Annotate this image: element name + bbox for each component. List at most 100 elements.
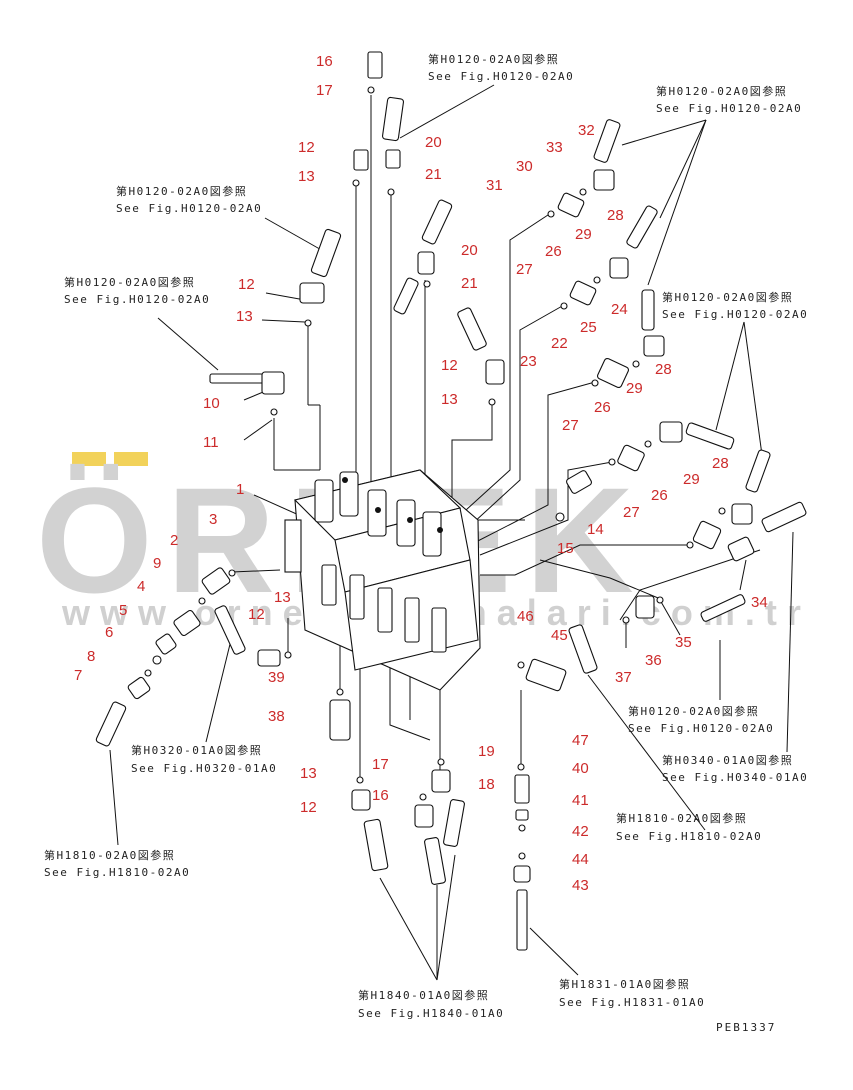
callout-17: 17 [372, 756, 389, 773]
callout-10: 10 [203, 395, 220, 412]
callout-26: 26 [651, 487, 668, 504]
callout-13: 13 [441, 391, 458, 408]
callout-29: 29 [683, 471, 700, 488]
callout-29: 29 [575, 226, 592, 243]
callout-5: 5 [119, 602, 127, 619]
ref-en: See Fig.H0340-01A0 [662, 771, 808, 784]
callout-26: 26 [594, 399, 611, 416]
ref-jp: 第H1840-01A0図参照 [358, 988, 489, 1002]
callout-12: 12 [248, 606, 265, 623]
callout-18: 18 [478, 776, 495, 793]
callout-2: 2 [170, 532, 178, 549]
ref-jp: 第H0120-02A0図参照 [662, 290, 793, 304]
callout-9: 9 [153, 555, 161, 572]
ref-jp: 第H1810-02A0図参照 [616, 811, 747, 825]
callout-42: 42 [572, 823, 589, 840]
drawing-code: PEB1337 [716, 1021, 776, 1034]
ref-jp: 第H0120-02A0図参照 [656, 84, 787, 98]
callout-14: 14 [587, 521, 604, 538]
callout-16: 16 [316, 53, 333, 70]
callout-33: 33 [546, 139, 563, 156]
callout-12: 12 [238, 276, 255, 293]
callout-21: 21 [425, 166, 442, 183]
callout-12: 12 [441, 357, 458, 374]
callout-13: 13 [300, 765, 317, 782]
callout-13: 13 [298, 168, 315, 185]
callout-15: 15 [557, 540, 574, 557]
ref-jp: 第H0320-01A0図参照 [131, 743, 262, 757]
callout-12: 12 [300, 799, 317, 816]
callout-34: 34 [751, 594, 768, 611]
callout-20: 20 [461, 242, 478, 259]
callout-24: 24 [611, 301, 628, 318]
callout-27: 27 [562, 417, 579, 434]
callout-27: 27 [516, 261, 533, 278]
callout-13: 13 [236, 308, 253, 325]
ref-en: See Fig.H0120-02A0 [656, 102, 802, 115]
ref-jp: 第H0120-02A0図参照 [428, 52, 559, 66]
callout-16: 16 [372, 787, 389, 804]
callout-46: 46 [517, 608, 534, 625]
ref-en: See Fig.H0120-02A0 [64, 293, 210, 306]
ref-jp: 第H0120-02A0図参照 [628, 704, 759, 718]
ref-en: See Fig.H1840-01A0 [358, 1007, 504, 1020]
ref-en: See Fig.H0320-01A0 [131, 762, 277, 775]
callout-27: 27 [623, 504, 640, 521]
callout-7: 7 [74, 667, 82, 684]
ref-jp: 第H0120-02A0図参照 [116, 184, 247, 198]
callout-45: 45 [551, 627, 568, 644]
callout-47: 47 [572, 732, 589, 749]
callout-28: 28 [607, 207, 624, 224]
callout-30: 30 [516, 158, 533, 175]
callout-8: 8 [87, 648, 95, 665]
ref-en: See Fig.H0120-02A0 [428, 70, 574, 83]
callout-23: 23 [520, 353, 537, 370]
ref-jp: 第H0340-01A0図参照 [662, 753, 793, 767]
callout-39: 39 [268, 669, 285, 686]
callout-4: 4 [137, 578, 145, 595]
callout-35: 35 [675, 634, 692, 651]
callout-20: 20 [425, 134, 442, 151]
callout-13: 13 [274, 589, 291, 606]
watermark-accent-right [114, 452, 148, 466]
callout-17: 17 [316, 82, 333, 99]
ref-en: See Fig.H0120-02A0 [628, 722, 774, 735]
callout-6: 6 [105, 624, 113, 641]
callout-32: 32 [578, 122, 595, 139]
ref-en: See Fig.H0120-02A0 [116, 202, 262, 215]
control-valve-body [284, 469, 481, 691]
callout-28: 28 [712, 455, 729, 472]
callout-38: 38 [268, 708, 285, 725]
callout-41: 41 [572, 792, 589, 809]
callout-22: 22 [551, 335, 568, 352]
callout-40: 40 [572, 760, 589, 777]
figure-references: 第H0120-02A0図参照 See Fig.H0120-02A0 第H0120… [44, 52, 808, 1020]
ref-en: See Fig.H0120-02A0 [662, 308, 808, 321]
ref-en: See Fig.H1810-02A0 [44, 866, 190, 879]
callout-25: 25 [580, 319, 597, 336]
callout-44: 44 [572, 851, 589, 868]
callout-29: 29 [626, 380, 643, 397]
callout-26: 26 [545, 243, 562, 260]
callout-19: 19 [478, 743, 495, 760]
callout-12: 12 [298, 139, 315, 156]
watermark-accent-left [72, 452, 106, 466]
ref-en: See Fig.H1831-01A0 [559, 996, 705, 1009]
callout-28: 28 [655, 361, 672, 378]
callout-37: 37 [615, 669, 632, 686]
callout-3: 3 [209, 511, 217, 528]
fittings [95, 51, 807, 951]
callout-numbers: 16 17 20 12 13 21 20 21 12 13 12 13 10 1… [74, 53, 768, 894]
ref-jp: 第H0120-02A0図参照 [64, 275, 195, 289]
callout-21: 21 [461, 275, 478, 292]
callout-43: 43 [572, 877, 589, 894]
callout-11: 11 [203, 434, 219, 451]
callout-31: 31 [486, 177, 503, 194]
ref-jp: 第H1810-02A0図参照 [44, 848, 175, 862]
ref-jp: 第H1831-01A0図参照 [559, 977, 690, 991]
leader-lines [109, 84, 794, 981]
ref-en: See Fig.H1810-02A0 [616, 830, 762, 843]
callout-1: 1 [236, 481, 244, 498]
